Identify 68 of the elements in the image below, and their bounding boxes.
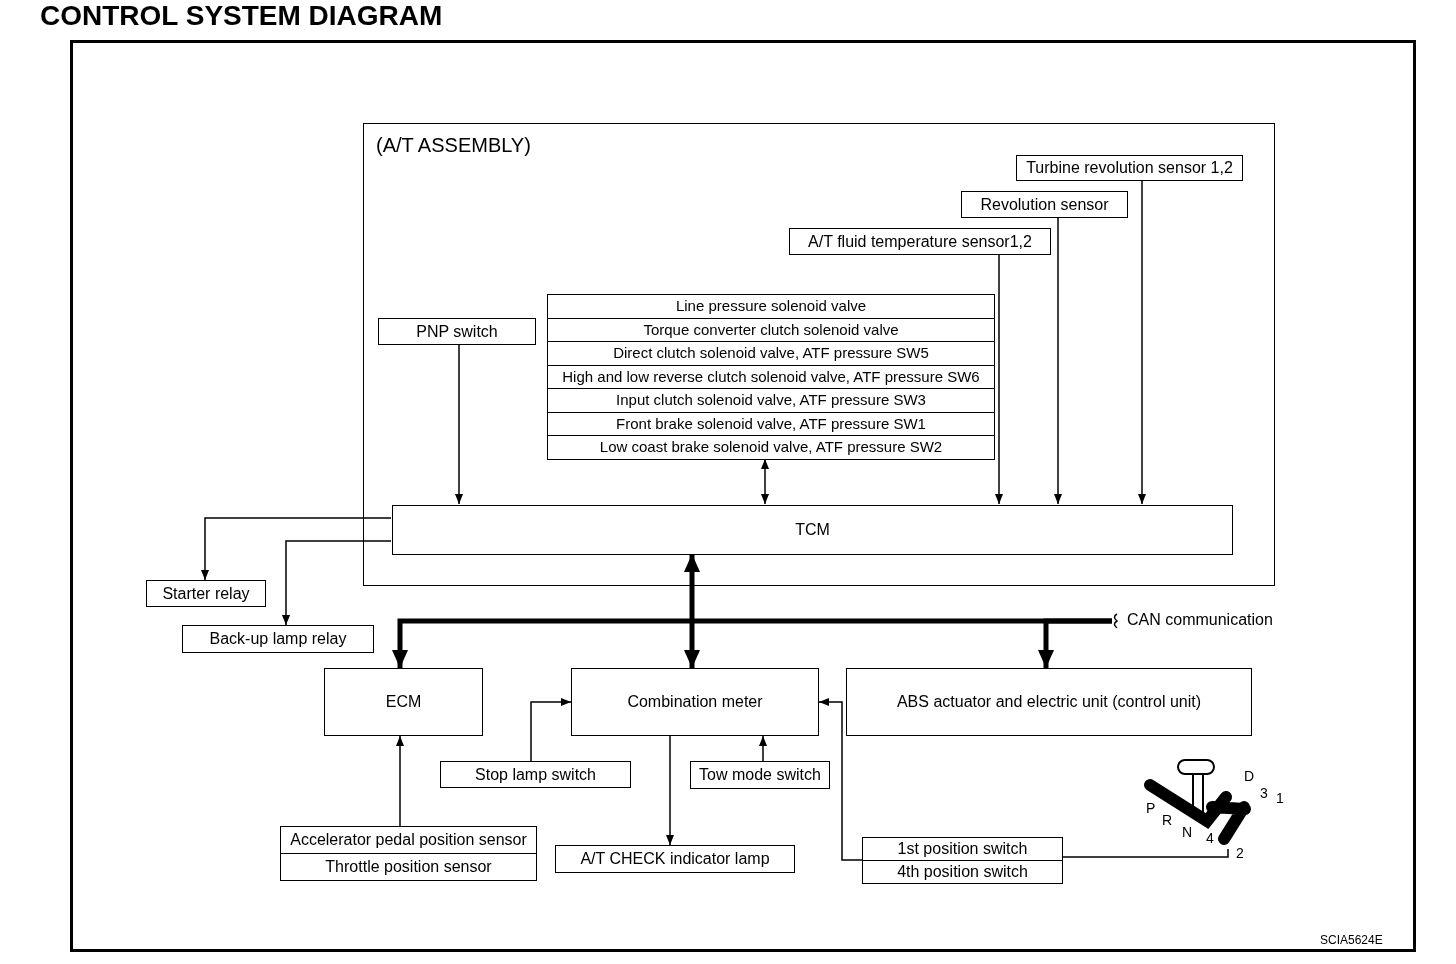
table-row-text: Low coast brake solenoid valve, ATF pressure SW2 bbox=[548, 435, 994, 460]
table-row-text: Throttle position sensor bbox=[281, 853, 536, 880]
component-box bbox=[378, 318, 536, 345]
bus-label-text: CAN communication bbox=[1127, 611, 1273, 629]
component-box bbox=[182, 625, 374, 653]
figure-code: SCIA5624E bbox=[1320, 933, 1383, 947]
component-box bbox=[555, 845, 795, 873]
signal-arrow bbox=[455, 343, 463, 505]
component-box bbox=[789, 228, 1051, 255]
signal-arrow bbox=[761, 458, 769, 505]
signal-arrow bbox=[666, 735, 674, 846]
table-row-text: Torque converter clutch solenoid valve bbox=[548, 317, 994, 342]
component-box bbox=[324, 668, 483, 736]
signal-arrow bbox=[201, 517, 392, 581]
table-row-text: Line pressure solenoid valve bbox=[674, 296, 868, 316]
node-text: Stop lamp switch bbox=[475, 765, 596, 784]
table-row-text: High and low reverse clutch solenoid valve, ATF pressure SW6 bbox=[548, 364, 994, 389]
shift-position-mark: P bbox=[1146, 800, 1156, 816]
component-table bbox=[862, 837, 1063, 884]
node-text: Turbine revolution sensor 1,2 bbox=[1026, 159, 1233, 177]
component-table bbox=[280, 826, 537, 881]
shift-position-mark: 3 bbox=[1260, 785, 1268, 801]
shift-position-mark: 1 bbox=[1276, 790, 1284, 806]
signal-arrow bbox=[995, 253, 1003, 505]
node-text: ABS actuator and electric unit (control unit) bbox=[896, 693, 1202, 711]
table-row-text: Direct clutch solenoid valve, ATF pressure SW5 bbox=[548, 341, 994, 365]
connector-line bbox=[1062, 848, 1229, 858]
node-text: A/T CHECK indicator lamp bbox=[580, 850, 770, 868]
component-box bbox=[846, 668, 1252, 736]
shift-position-mark: R bbox=[1162, 812, 1173, 828]
table-row-text: 1st position switch bbox=[896, 839, 1029, 860]
table-row-text: Accelerator pedal position sensor bbox=[289, 830, 528, 851]
bus-arrow bbox=[1038, 618, 1112, 668]
component-box bbox=[146, 580, 266, 607]
signal-arrow bbox=[759, 735, 767, 762]
bus-arrow bbox=[684, 554, 700, 668]
component-box bbox=[440, 761, 631, 788]
node-text: Back-up lamp relay bbox=[209, 630, 347, 648]
table-row-text: Input clutch solenoid valve, ATF pressure SW3 bbox=[548, 388, 994, 412]
group-title: (A/T ASSEMBLY) bbox=[376, 134, 531, 157]
component-table bbox=[547, 294, 995, 460]
signal-arrow bbox=[1054, 216, 1062, 505]
node-text: Combination meter bbox=[627, 693, 763, 711]
node-text: A/T fluid temperature sensor1,2 bbox=[808, 232, 1032, 251]
component-box bbox=[961, 191, 1128, 218]
node-text: Revolution sensor bbox=[980, 195, 1109, 214]
node-text: Starter relay bbox=[162, 584, 250, 603]
node-text: Tow mode switch bbox=[699, 766, 821, 784]
signal-arrow bbox=[396, 735, 404, 827]
table-row-text: Front brake solenoid valve, ATF pressure SW1 bbox=[548, 411, 994, 436]
signal-arrow bbox=[530, 698, 572, 762]
assembly-group-box bbox=[363, 123, 1275, 586]
shift-position-mark: 4 bbox=[1206, 830, 1214, 846]
shift-position-mark: D bbox=[1244, 768, 1255, 784]
node-text: PNP switch bbox=[416, 322, 498, 341]
node-text: TCM bbox=[795, 521, 830, 539]
component-box bbox=[1016, 155, 1243, 181]
table-row-text: 4th position switch bbox=[863, 860, 1062, 883]
component-box bbox=[392, 505, 1233, 555]
signal-arrow bbox=[282, 540, 392, 626]
node-text: ECM bbox=[385, 693, 422, 711]
signal-arrow bbox=[818, 698, 863, 861]
shift-position-mark: N bbox=[1182, 824, 1193, 840]
component-box bbox=[690, 761, 830, 789]
shift-position-mark: 2 bbox=[1236, 845, 1244, 861]
component-box bbox=[571, 668, 819, 736]
diagram-title: CONTROL SYSTEM DIAGRAM bbox=[40, 0, 443, 32]
signal-arrow bbox=[1138, 179, 1146, 505]
